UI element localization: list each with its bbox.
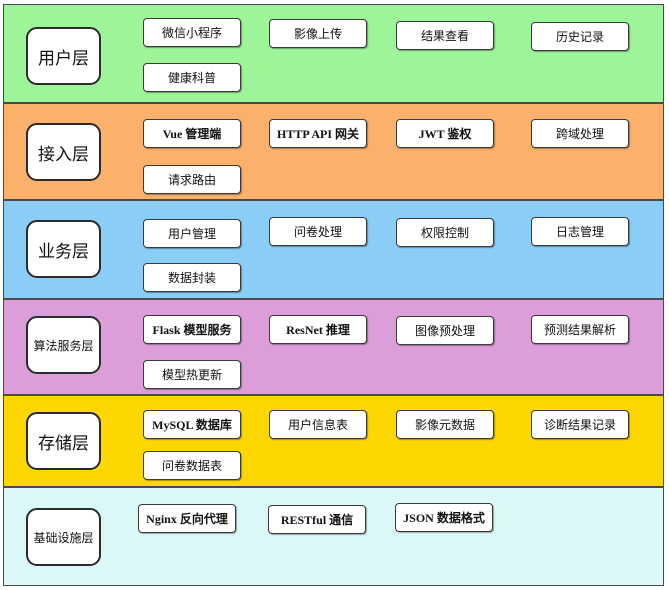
layer-label-user: 用户层 bbox=[26, 27, 101, 85]
module-mysql-database: MySQL 数据库 bbox=[143, 410, 241, 439]
module-permission-control: 权限控制 bbox=[396, 218, 494, 247]
layer-label-access: 接入层 bbox=[26, 123, 101, 181]
module-model-hot-update: 模型热更新 bbox=[143, 360, 241, 389]
module-vue-admin: Vue 管理端 bbox=[143, 119, 241, 148]
module-http-api-gateway: HTTP API 网关 bbox=[269, 119, 367, 148]
layer-label-business: 业务层 bbox=[26, 220, 101, 278]
module-log-management: 日志管理 bbox=[531, 217, 629, 246]
layer-infra: 基础设施层 Nginx 反向代理 RESTful 通信 JSON 数据格式 bbox=[3, 487, 664, 586]
layer-user: 用户层 微信小程序 影像上传 结果查看 历史记录 健康科普 bbox=[3, 4, 664, 103]
module-questionnaire: 问卷处理 bbox=[269, 217, 367, 246]
module-json-format: JSON 数据格式 bbox=[395, 503, 493, 532]
module-nginx-proxy: Nginx 反向代理 bbox=[138, 504, 236, 533]
architecture-diagram: 用户层 微信小程序 影像上传 结果查看 历史记录 健康科普 接入层 Vue 管理… bbox=[3, 4, 666, 588]
layer-access: 接入层 Vue 管理端 HTTP API 网关 JWT 鉴权 跨域处理 请求路由 bbox=[3, 103, 664, 200]
layer-storage: 存储层 MySQL 数据库 用户信息表 影像元数据 诊断结果记录 问卷数据表 bbox=[3, 395, 664, 487]
module-data-encapsulation: 数据封装 bbox=[143, 263, 241, 292]
module-questionnaire-table: 问卷数据表 bbox=[143, 451, 241, 480]
module-diagnosis-records: 诊断结果记录 bbox=[531, 410, 629, 439]
module-image-preprocessing: 图像预处理 bbox=[396, 316, 494, 345]
module-request-routing: 请求路由 bbox=[143, 165, 241, 194]
module-image-metadata: 影像元数据 bbox=[396, 410, 494, 439]
module-history: 历史记录 bbox=[531, 22, 629, 51]
layer-algorithm: 算法服务层 Flask 模型服务 ResNet 推理 图像预处理 预测结果解析 … bbox=[3, 299, 664, 395]
module-resnet-inference: ResNet 推理 bbox=[269, 315, 367, 344]
module-restful-communication: RESTful 通信 bbox=[268, 505, 366, 534]
module-result-view: 结果查看 bbox=[396, 21, 494, 50]
module-prediction-parsing: 预测结果解析 bbox=[531, 315, 629, 344]
module-image-upload: 影像上传 bbox=[269, 19, 367, 48]
module-jwt-auth: JWT 鉴权 bbox=[396, 119, 494, 148]
module-wechat-miniprogram: 微信小程序 bbox=[143, 18, 241, 47]
layer-label-infra: 基础设施层 bbox=[26, 508, 101, 566]
module-cors: 跨域处理 bbox=[531, 119, 629, 148]
module-user-info-table: 用户信息表 bbox=[269, 410, 367, 439]
layer-business: 业务层 用户管理 问卷处理 权限控制 日志管理 数据封装 bbox=[3, 200, 664, 299]
layer-label-algorithm: 算法服务层 bbox=[26, 316, 101, 374]
module-flask-model-service: Flask 模型服务 bbox=[143, 315, 241, 344]
module-health-education: 健康科普 bbox=[143, 63, 241, 92]
layer-label-storage: 存储层 bbox=[26, 412, 101, 470]
module-user-management: 用户管理 bbox=[143, 219, 241, 248]
